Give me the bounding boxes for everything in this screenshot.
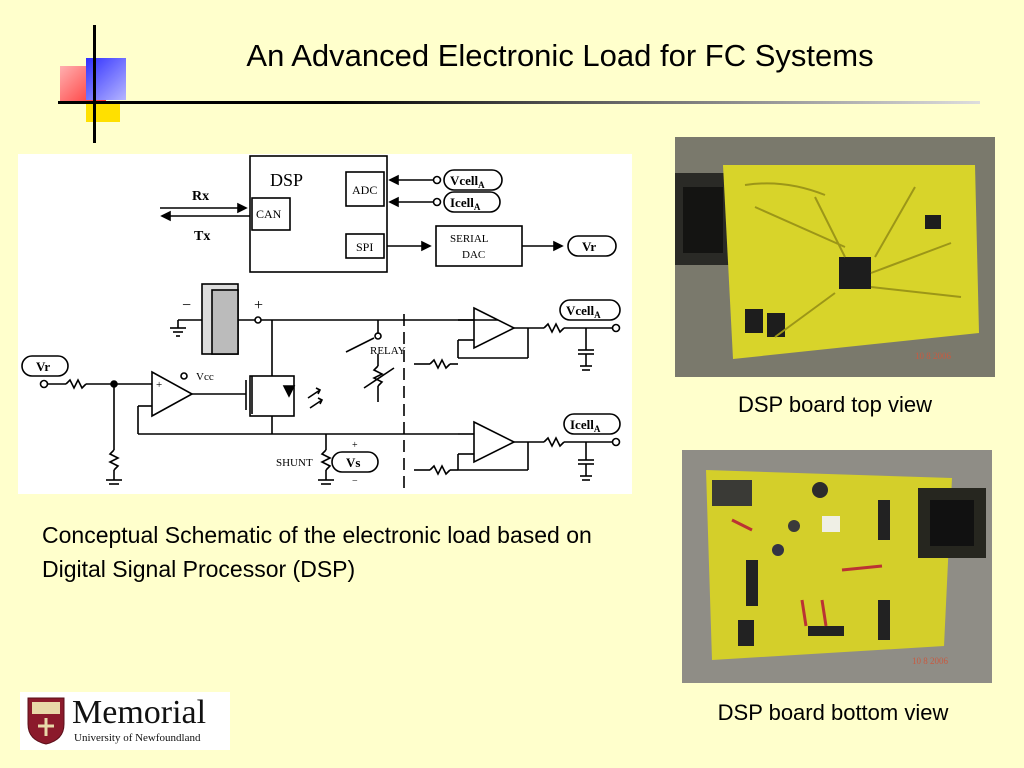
svg-text:IcellA: IcellA (450, 195, 481, 212)
pcb-bottom (706, 470, 952, 660)
svg-text:−: − (352, 476, 358, 487)
slide-title: An Advanced Electronic Load for FC Syste… (246, 38, 874, 73)
shunt-label: SHUNT (276, 457, 313, 469)
svg-text:IcellA: IcellA (570, 417, 601, 434)
vs-tag (331, 451, 379, 473)
logo-name: Memorial (72, 694, 207, 731)
svg-text:+: + (352, 440, 358, 451)
svg-text:VcellA: VcellA (566, 303, 601, 320)
tx-label: Tx (194, 229, 210, 244)
dsp-board-top-photo: 10 8 2006 (675, 137, 995, 377)
schematic-diagram: DSP ADC CAN SPI Rx Tx VcellA IcellA SERI… (18, 154, 632, 494)
svg-text:SERIAL: SERIAL (450, 233, 489, 245)
photo-bottom-caption: DSP board bottom view (717, 700, 949, 725)
adc-label: ADC (352, 183, 377, 197)
icell-a-tag (563, 413, 621, 435)
svg-text:−: − (182, 297, 191, 314)
svg-text:10 8 2006: 10 8 2006 (915, 351, 952, 361)
dsp-board-bottom-photo: 10 8 2006 (682, 450, 992, 683)
vr-tag (21, 355, 69, 377)
svg-text:+: + (156, 379, 162, 391)
svg-text:+: + (254, 297, 263, 314)
svg-text:Vs: Vs (346, 455, 360, 470)
spi-block (345, 233, 385, 259)
dsp-block (249, 155, 388, 273)
logo-subtitle: University of Newfoundland (74, 732, 201, 744)
spi-label: SPI (356, 240, 373, 254)
icell-amplifier (473, 420, 516, 464)
icell-a-tag-top (443, 191, 501, 213)
vcell-a-tag-top (443, 169, 503, 191)
svg-text:VcellA: VcellA (450, 173, 485, 190)
decor-blue-square (86, 58, 126, 100)
schematic-caption: Conceptual Schematic of the electronic l… (42, 522, 592, 582)
decor-yellow-square (86, 102, 120, 122)
decor-horizontal-line (58, 101, 980, 104)
vcell-amplifier (473, 306, 516, 350)
photo-top-caption: DSP board top view (737, 392, 933, 417)
adc-block (345, 171, 385, 207)
decor-vertical-line (93, 25, 96, 143)
chip-icon (839, 257, 871, 289)
svg-text:Vr: Vr (582, 239, 596, 254)
dsp-label: DSP (270, 170, 303, 190)
university-logo: Memorial University of Newfoundland (20, 692, 230, 750)
control-amplifier (151, 370, 194, 418)
svg-text:Vr: Vr (36, 359, 50, 374)
can-block (251, 197, 291, 231)
rx-label: Rx (192, 189, 209, 204)
svg-text:Vcc: Vcc (196, 371, 214, 383)
vcell-a-tag (559, 299, 621, 321)
can-label: CAN (256, 207, 282, 221)
vr-tag-top (567, 235, 617, 257)
crest-icon (27, 697, 65, 745)
svg-text:DAC: DAC (462, 249, 485, 261)
relay-label: RELAY (370, 345, 406, 357)
svg-text:10 8 2006: 10 8 2006 (912, 656, 949, 666)
